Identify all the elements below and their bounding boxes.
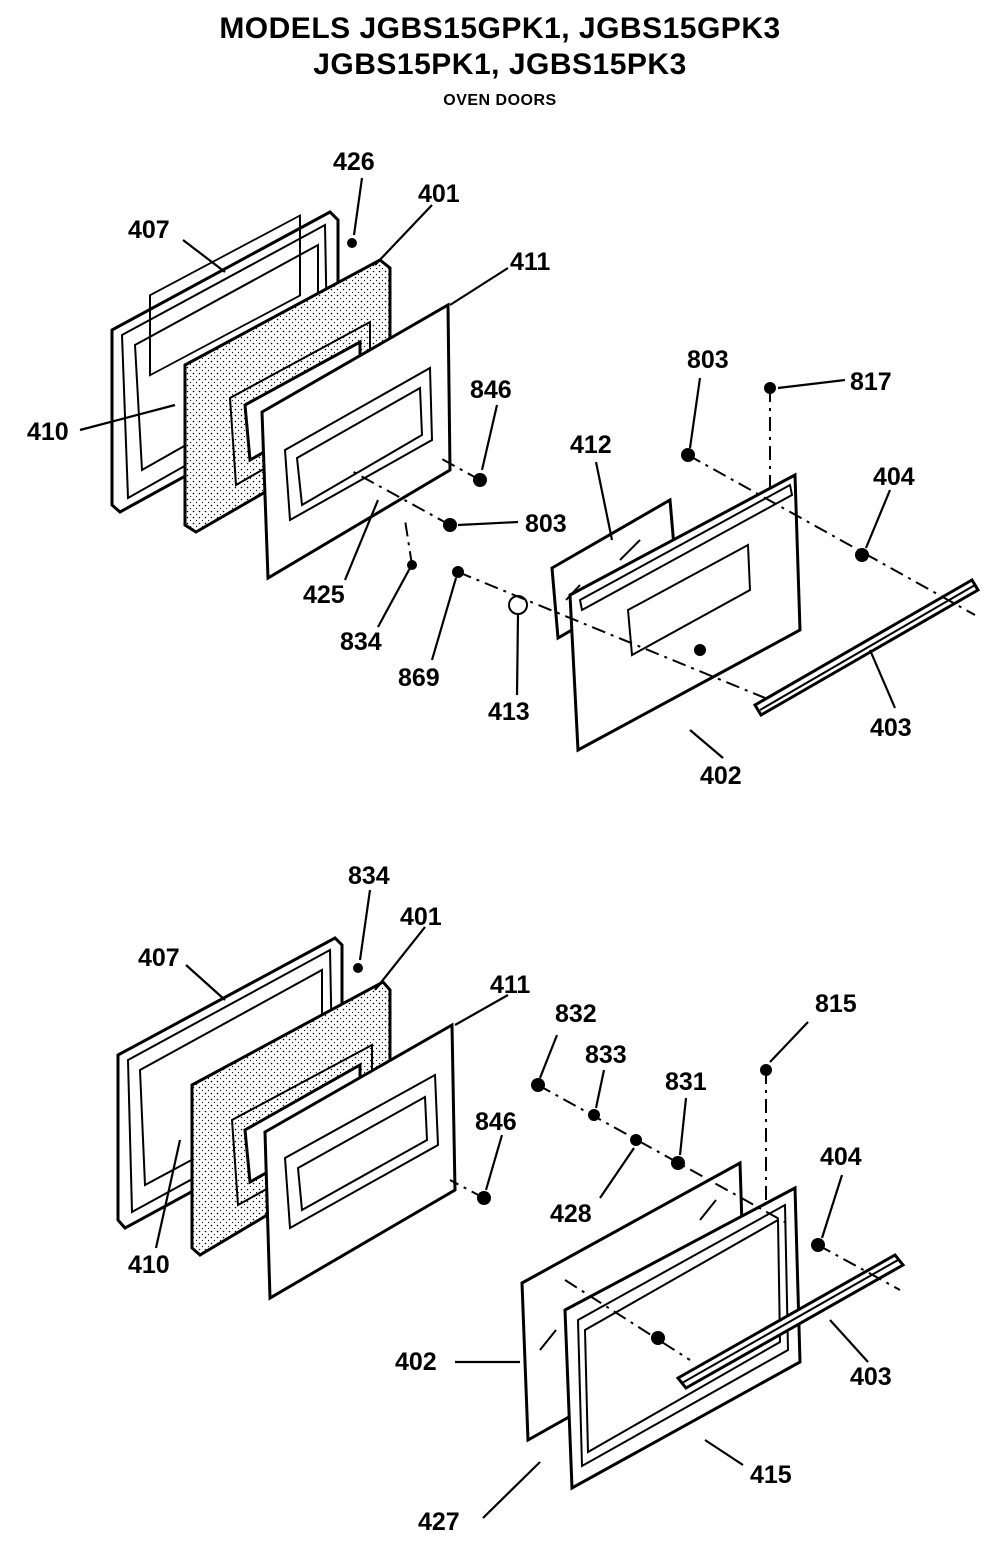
label-401: 401 (418, 180, 460, 208)
label-831: 831 (665, 1068, 707, 1096)
label-426: 426 (333, 148, 375, 176)
label-832: 832 (555, 1000, 597, 1028)
label-410: 410 (27, 418, 69, 446)
label-410-bottom: 410 (128, 1251, 170, 1279)
part-403-door-handle-bottom (675, 1253, 906, 1390)
part-834-screw-bottom (353, 963, 363, 973)
label-403-bottom: 403 (850, 1363, 892, 1391)
diagram-subtitle: OVEN DOORS (443, 92, 557, 109)
handle-mount-point (694, 644, 706, 656)
diagram-title-line1: MODELS JGBS15GPK1, JGBS15GPK3 (219, 12, 781, 45)
label-402: 402 (700, 762, 742, 790)
label-833: 833 (585, 1041, 627, 1069)
bottom-assembly: 834 401 407 411 832 815 833 831 846 404 … (116, 862, 906, 1536)
label-803-bottom: 803 (525, 510, 567, 538)
label-415: 415 (750, 1461, 792, 1489)
label-413: 413 (488, 698, 530, 726)
label-412: 412 (570, 431, 612, 459)
label-404-bottom: 404 (820, 1143, 862, 1171)
handle-mount-point-bottom (651, 1331, 665, 1345)
diagram-title-line2: JGBS15PK1, JGBS15PK3 (313, 48, 687, 81)
label-401-bottom: 401 (400, 903, 442, 931)
label-815: 815 (815, 990, 857, 1018)
top-assembly: 426 401 407 411 410 846 803 817 412 404 … (27, 148, 981, 790)
part-402-outer-door (568, 472, 802, 753)
label-846-bottom: 846 (475, 1108, 517, 1136)
label-425: 425 (303, 581, 345, 609)
part-428-spacer (630, 1134, 642, 1146)
label-411-bottom: 411 (490, 971, 530, 999)
label-817: 817 (850, 368, 892, 396)
label-869: 869 (398, 664, 440, 692)
label-834: 834 (340, 628, 382, 656)
part-415-outer-door-frame (563, 1185, 802, 1491)
part-404-screw (855, 548, 869, 562)
part-831-screw (671, 1156, 685, 1170)
part-411-inner-door (260, 302, 452, 581)
label-428: 428 (550, 1200, 592, 1228)
part-411-inner-door-bottom (263, 1022, 457, 1301)
label-427: 427 (418, 1508, 460, 1536)
label-403: 403 (870, 714, 912, 742)
label-846: 846 (470, 376, 512, 404)
label-407: 407 (128, 216, 170, 244)
label-834-bottom: 834 (348, 862, 390, 890)
label-404: 404 (873, 463, 915, 491)
part-426-screw (347, 238, 357, 248)
label-803-top: 803 (687, 346, 729, 374)
label-402-bottom: 402 (395, 1348, 437, 1376)
label-407-bottom: 407 (138, 944, 180, 972)
part-403-door-handle (752, 577, 981, 718)
label-411: 411 (510, 248, 550, 276)
